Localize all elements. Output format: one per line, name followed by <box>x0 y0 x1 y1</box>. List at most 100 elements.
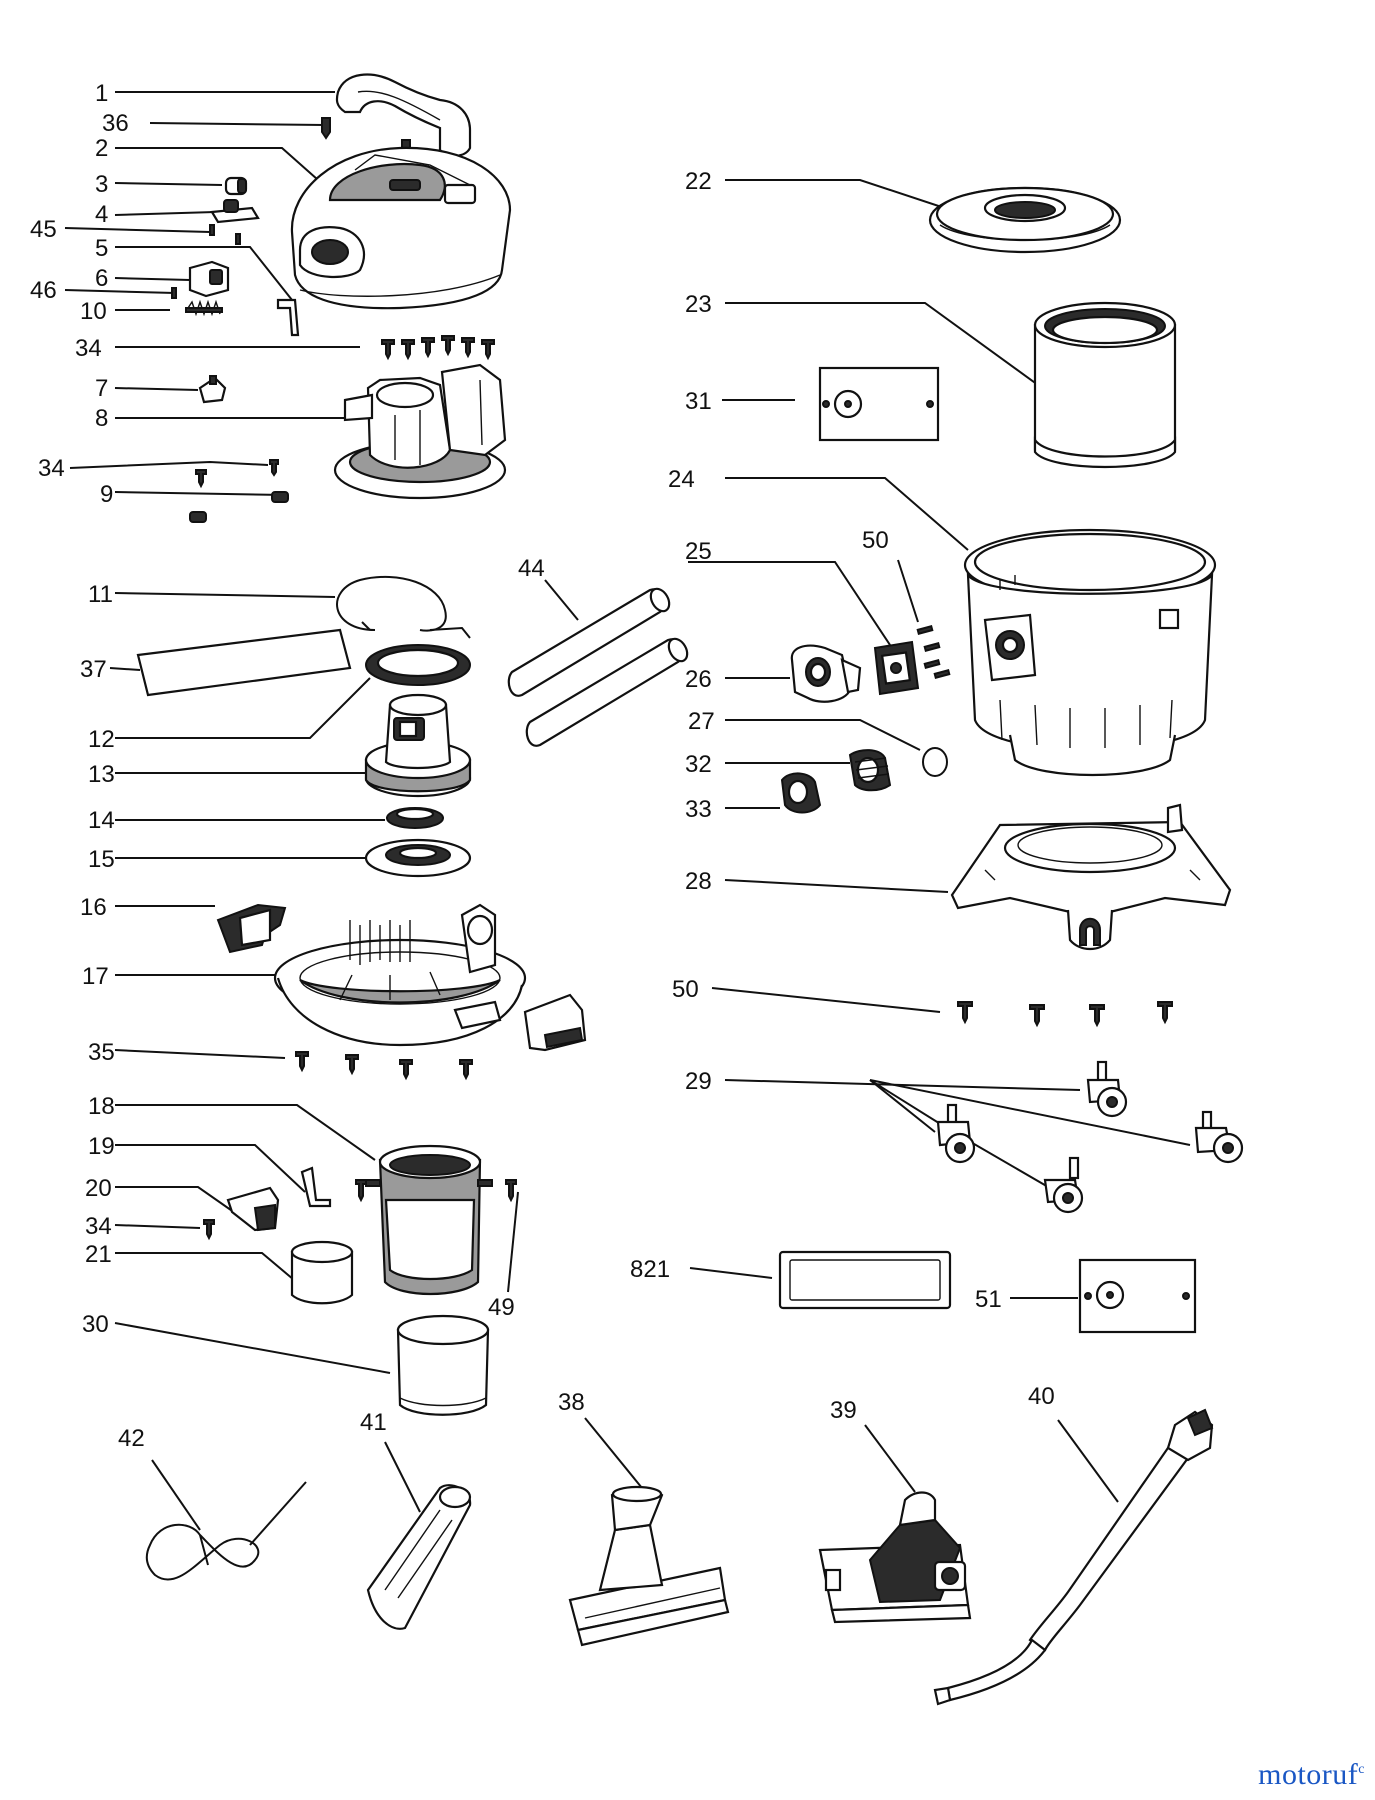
part-11-clip-ring <box>336 575 471 639</box>
callout-2: 2 <box>95 135 108 162</box>
part-28-caster-base <box>950 803 1232 951</box>
part-9-connectors <box>189 491 289 523</box>
callout-10: 10 <box>80 298 107 325</box>
callout-38: 38 <box>558 1389 585 1416</box>
part-34-screws-row <box>381 335 495 361</box>
part-50-screws-row <box>957 1001 1173 1028</box>
callout-11: 11 <box>88 581 113 608</box>
part-49-screw <box>505 1179 517 1203</box>
part-37-filter-sleeve <box>136 628 352 697</box>
callout-17: 17 <box>82 963 109 990</box>
part-15-fan-housing <box>364 838 472 878</box>
part-21-float <box>290 1240 354 1305</box>
callout-13: 13 <box>88 761 115 788</box>
watermark-mark: c <box>1358 1762 1365 1777</box>
callout-19: 19 <box>88 1133 115 1160</box>
part-screw-18 <box>355 1179 367 1203</box>
part-39-turbo-nozzle <box>818 1491 972 1624</box>
part-4-bracket <box>210 199 260 224</box>
callout-3: 3 <box>95 171 108 198</box>
part-50-screws-small <box>916 625 951 679</box>
callout-1: 1 <box>95 80 108 107</box>
part-17-base-plate <box>273 903 527 1047</box>
part-18-float-cage <box>365 1144 493 1296</box>
part-46-screw <box>171 287 177 299</box>
part-32-adapter <box>848 749 892 792</box>
callout-49: 49 <box>488 1294 515 1321</box>
part-42-cord-tie <box>145 1481 307 1581</box>
callout-9: 9 <box>100 481 113 508</box>
callout-40: 40 <box>1028 1383 1055 1410</box>
callout-27: 27 <box>688 708 715 735</box>
part-41-crevice-tool <box>366 1484 472 1630</box>
part-2-top-housing <box>290 146 512 310</box>
part-33-adapter <box>780 772 822 814</box>
callout-821: 821 <box>630 1256 670 1283</box>
watermark: motorufc <box>1258 1758 1365 1792</box>
part-7-thermostat <box>198 375 227 404</box>
callout-22: 22 <box>685 168 712 195</box>
callout-51: 51 <box>975 1286 1002 1313</box>
callout-31: 31 <box>685 388 712 415</box>
part-34-screws-small <box>195 459 279 489</box>
part-12-gasket <box>365 644 471 686</box>
watermark-text: motoruf <box>1258 1758 1359 1791</box>
callout-23: 23 <box>685 291 712 318</box>
part-13-motor <box>364 693 472 798</box>
part-40-flex-hose <box>933 1408 1214 1706</box>
part-25-seal <box>873 640 920 696</box>
callout-35: 35 <box>88 1039 115 1066</box>
callout-7: 7 <box>95 375 108 402</box>
callout-18: 18 <box>88 1093 115 1120</box>
callout-26: 26 <box>685 666 712 693</box>
callout-15: 15 <box>88 846 115 873</box>
part-34-screw-single <box>203 1219 215 1241</box>
callout-37: 37 <box>80 656 107 683</box>
part-44-extension-tubes <box>507 587 689 747</box>
part-35-screws <box>295 1051 473 1081</box>
callout-21: 21 <box>85 1241 112 1268</box>
part-17b-cover <box>523 993 587 1052</box>
part-45-screws <box>209 224 241 245</box>
part-27-o-ring <box>922 747 948 777</box>
callout-8: 8 <box>95 405 108 432</box>
callout-14: 14 <box>88 807 115 834</box>
part-19-rod <box>300 1166 332 1208</box>
part-51-label <box>1078 1258 1197 1334</box>
part-5-pin <box>276 298 300 337</box>
callout-28: 28 <box>685 868 712 895</box>
part-10-spring <box>185 299 223 317</box>
callout-41: 41 <box>360 1409 387 1436</box>
callout-30: 30 <box>82 1311 109 1338</box>
part-30-cup <box>396 1314 490 1416</box>
callout-25: 25 <box>685 538 712 565</box>
part-6-switch-box <box>188 260 230 298</box>
callout-labels: 1 36 2 3 4 45 5 6 46 10 34 7 8 34 9 11 3… <box>30 80 1055 1452</box>
part-22-filter-lid <box>928 186 1122 254</box>
callout-42: 42 <box>118 1425 145 1452</box>
callout-5: 5 <box>95 235 108 262</box>
part-38-floor-nozzle <box>568 1485 730 1647</box>
callout-29: 29 <box>685 1068 712 1095</box>
callout-50a: 50 <box>862 527 889 554</box>
callout-6: 6 <box>95 265 108 292</box>
callout-44: 44 <box>518 555 545 582</box>
part-24-tank <box>963 528 1217 777</box>
part-31-label <box>818 366 940 442</box>
callout-33: 33 <box>685 796 712 823</box>
leader-lines <box>64 91 1191 1531</box>
part-3-switch <box>224 176 248 196</box>
callout-32: 32 <box>685 751 712 778</box>
part-8-motor-housing <box>333 363 507 500</box>
callout-20: 20 <box>85 1175 112 1202</box>
callout-36: 36 <box>102 110 129 137</box>
callout-16: 16 <box>80 894 107 921</box>
callout-34b: 34 <box>38 455 65 482</box>
part-16-latch <box>216 903 287 954</box>
callout-39: 39 <box>830 1397 857 1424</box>
callout-34c: 34 <box>85 1213 112 1240</box>
part-23-cartridge-filter <box>1033 301 1177 469</box>
callout-34a: 34 <box>75 335 102 362</box>
callout-46: 46 <box>30 277 57 304</box>
part-14-fan <box>386 807 444 829</box>
